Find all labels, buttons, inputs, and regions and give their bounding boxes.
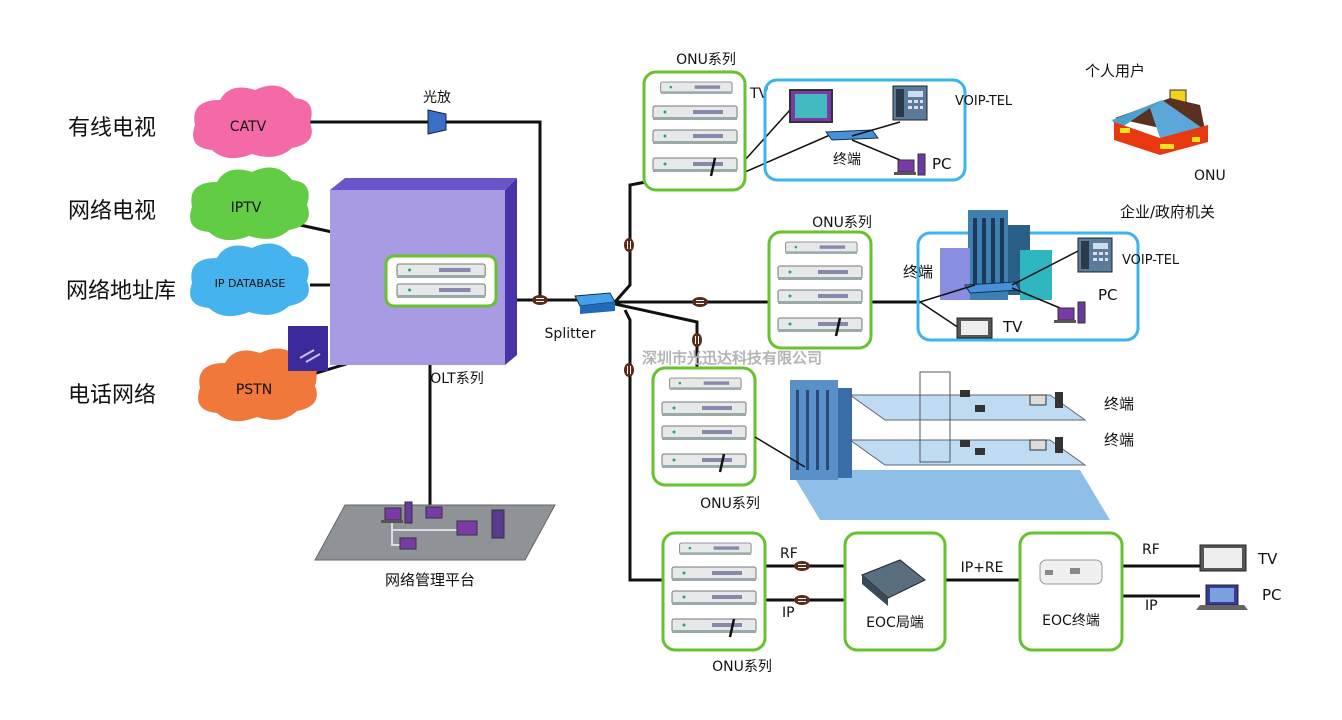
- pc-icon: [893, 153, 926, 176]
- enterprise-label: 企业/政府机关: [1120, 203, 1215, 221]
- connector-icon: [531, 294, 549, 306]
- pstn-cloud: PSTN: [198, 348, 317, 422]
- splitter-label: Splitter: [545, 326, 596, 342]
- group2-pc-label: PC: [1098, 286, 1118, 304]
- group4-tv-label: TV: [1257, 550, 1278, 568]
- iptv-cloud: IPTV: [190, 167, 309, 241]
- terminal-switch-icon: [825, 129, 879, 141]
- eoc-terminal-box: [1018, 531, 1124, 652]
- management-platform: [314, 501, 556, 561]
- phone-icon: [892, 85, 928, 121]
- connector-icon: [793, 560, 811, 572]
- iptv-cloud-label: IPTV: [231, 200, 262, 216]
- connector-icon: [623, 237, 635, 253]
- ipdb-cloud: IP DATABASE: [190, 243, 309, 317]
- home-onu-label: ONU: [1194, 168, 1226, 184]
- optical-amplifier-icon: [427, 109, 447, 135]
- label-ipdb-source: 网络地址库: [66, 279, 176, 304]
- rf-label-2: RF: [1142, 542, 1160, 558]
- home-icon: [1112, 89, 1208, 155]
- connector-icon: [623, 362, 635, 378]
- management-label: 网络管理平台: [385, 571, 475, 589]
- label-pstn-source: 电话网络: [68, 383, 156, 408]
- group1-pc-label: PC: [932, 155, 952, 173]
- tv-icon: [1199, 544, 1247, 572]
- onu-series-label-1: ONU系列: [676, 52, 736, 68]
- connector-icon: [793, 594, 811, 606]
- onu-series-label-4: ONU系列: [712, 659, 772, 675]
- ip-label-2: IP: [1145, 598, 1158, 614]
- phone-icon: [1077, 237, 1113, 273]
- group1-voip-label: VOIP-TEL: [955, 94, 1013, 109]
- catv-cloud: CATV: [193, 85, 312, 159]
- terminal-box-1: [763, 78, 967, 182]
- olt-chassis: [288, 178, 517, 371]
- group3-terminal-label-a: 终端: [1104, 395, 1134, 413]
- ip-re-label: IP+RE: [961, 560, 1004, 576]
- group4-pc-label: PC: [1262, 586, 1282, 604]
- splitter-icon: [574, 292, 616, 314]
- tv-icon: [789, 89, 833, 123]
- catv-cloud-label: CATV: [230, 119, 267, 135]
- ip-label: IP: [782, 605, 795, 621]
- eoc-terminal-label: EOC终端: [1042, 613, 1100, 629]
- label-iptv-source: 网络电视: [68, 199, 156, 224]
- label-catv-source: 有线电视: [68, 116, 156, 141]
- pstn-cloud-label: PSTN: [236, 382, 272, 398]
- group2-terminal-label: 终端: [903, 263, 933, 281]
- rf-label: RF: [780, 546, 798, 562]
- tv-icon: [956, 317, 993, 339]
- eoc-terminal-device-icon: [1039, 559, 1103, 585]
- office-building-icon: [940, 210, 1052, 300]
- amplifier-label: 光放: [423, 90, 451, 106]
- eoc-head-device-icon: [861, 559, 926, 606]
- onu-series-label-2: ONU系列: [812, 215, 872, 231]
- ipdb-cloud-label: IP DATABASE: [215, 277, 286, 290]
- onu-series-label-3: ONU系列: [700, 496, 760, 512]
- group1-terminal-label: 终端: [833, 152, 861, 168]
- group2-tv-label: TV: [1002, 318, 1023, 336]
- laptop-icon: [1196, 584, 1248, 610]
- group2-voip-label: VOIP-TEL: [1122, 253, 1180, 268]
- olt-label: OLT系列: [430, 371, 483, 387]
- building-floors-icon: [790, 371, 1110, 520]
- watermark: 深圳市光迅达科技有限公司: [642, 349, 822, 367]
- connector-icon: [691, 332, 703, 348]
- group3-terminal-label-b: 终端: [1104, 431, 1134, 449]
- home-user-label: 个人用户: [1085, 62, 1145, 80]
- eoc-head-label: EOC局端: [866, 615, 924, 631]
- pc-icon: [1053, 301, 1086, 324]
- connector-icon: [691, 296, 709, 308]
